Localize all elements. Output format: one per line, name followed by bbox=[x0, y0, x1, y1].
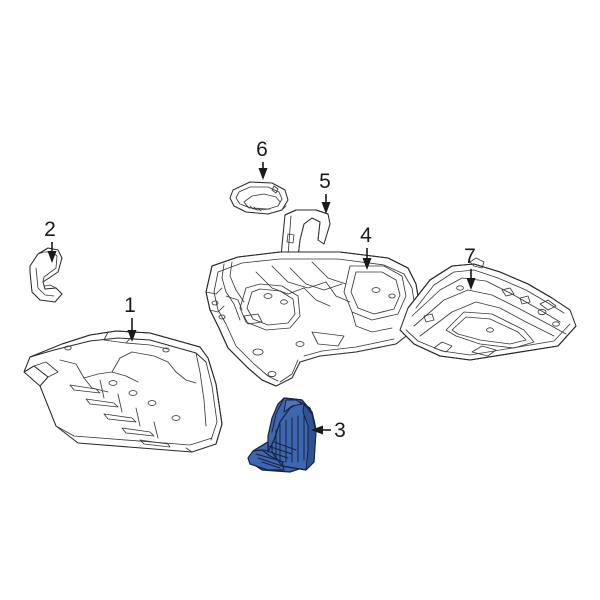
callout-6-arrowhead bbox=[258, 168, 268, 180]
callout-4-arrowhead bbox=[362, 258, 372, 270]
callout-7-arrowhead bbox=[466, 278, 476, 290]
callout-2[interactable]: 2 bbox=[44, 218, 57, 263]
callout-6-number: 6 bbox=[256, 138, 268, 161]
callout-4-number: 4 bbox=[360, 224, 372, 247]
callout-2-number: 2 bbox=[44, 218, 56, 241]
callout-3-arrowhead bbox=[311, 425, 323, 435]
part-3-splash-shield-highlighted[interactable] bbox=[247, 397, 317, 473]
part-6-oval-access-cover[interactable] bbox=[229, 181, 289, 215]
callout-7[interactable]: 7 bbox=[464, 245, 476, 290]
callout-1-arrowhead bbox=[127, 330, 137, 342]
callout-5-number: 5 bbox=[319, 170, 331, 193]
callout-3[interactable]: 3 bbox=[311, 419, 346, 442]
callout-1-number: 1 bbox=[124, 294, 136, 317]
part-4-center-underbody-cover[interactable] bbox=[205, 251, 421, 387]
callout-6[interactable]: 6 bbox=[256, 138, 268, 180]
callout-3-number: 3 bbox=[334, 419, 346, 442]
callout-5[interactable]: 5 bbox=[319, 170, 331, 214]
part-1-front-engine-undercover[interactable] bbox=[23, 330, 223, 453]
callout-7-number: 7 bbox=[464, 245, 476, 268]
callout-2-arrowhead bbox=[47, 251, 57, 263]
part-2-front-air-deflector-bracket[interactable] bbox=[29, 247, 63, 303]
callout-5-arrowhead bbox=[321, 202, 331, 214]
part-7-rear-underbody-cover[interactable] bbox=[399, 257, 577, 361]
callout-1[interactable]: 1 bbox=[124, 294, 137, 342]
callout-4[interactable]: 4 bbox=[360, 224, 372, 270]
